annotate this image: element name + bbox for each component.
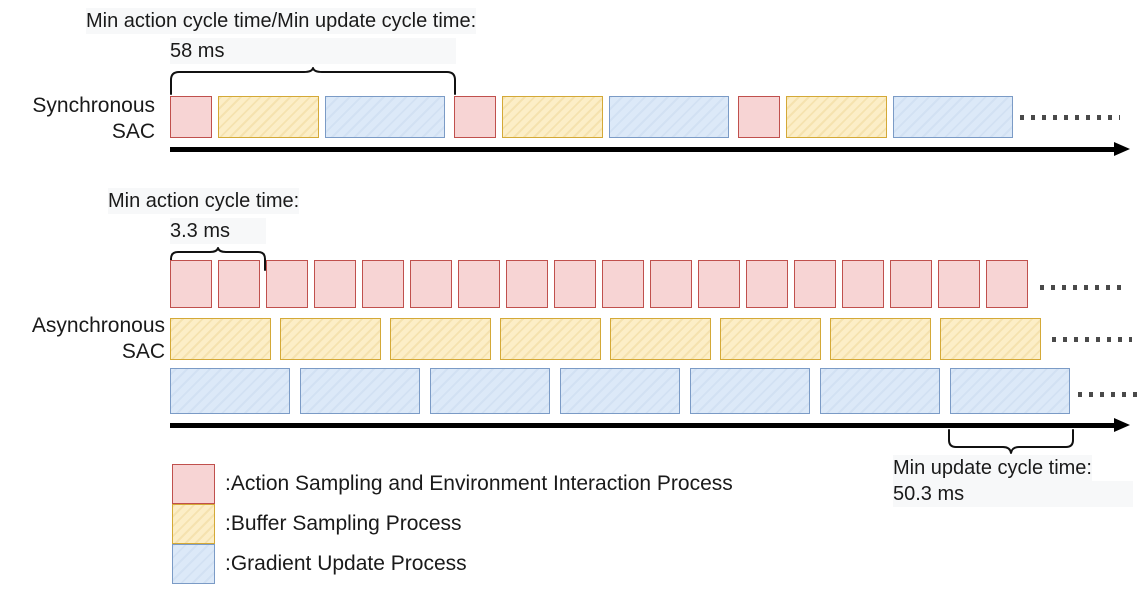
sync-block-action-1 (170, 96, 212, 138)
async-update-cycle-annotation-line1: Min update cycle time: (893, 455, 1092, 481)
async-block-gradient-4 (560, 368, 680, 414)
legend-label-gradient: :Gradient Update Process (225, 552, 467, 575)
sync-block-gradient-1 (325, 96, 445, 138)
async-block-action-5 (362, 260, 404, 308)
async-block-buffer-1 (170, 318, 271, 360)
async-block-action-15 (842, 260, 884, 308)
sync-block-buffer-2 (502, 96, 603, 138)
async-block-action-11 (650, 260, 692, 308)
async-block-action-12 (698, 260, 740, 308)
sync-continuation-dots (1020, 115, 1120, 120)
async-block-action-3 (266, 260, 308, 308)
async-action-cycle-annotation-value: 3.3 ms (170, 218, 266, 244)
async-block-buffer-7 (830, 318, 931, 360)
async-block-buffer-8 (940, 318, 1041, 360)
sync-cycle-brace (170, 67, 456, 95)
async-block-gradient-2 (300, 368, 420, 414)
sync-block-gradient-3 (893, 96, 1013, 138)
legend-label-buffer: :Buffer Sampling Process (225, 512, 462, 535)
async-block-action-7 (458, 260, 500, 308)
async-block-buffer-2 (280, 318, 381, 360)
async-row-label-line1: Asynchronous (31, 314, 165, 337)
async-block-action-2 (218, 260, 260, 308)
async-update-cycle-annotation-value: 50.3 ms (893, 481, 1133, 507)
legend-item-buffer: :Buffer Sampling Process (172, 504, 733, 544)
legend-item-gradient: :Gradient Update Process (172, 544, 733, 584)
async-block-action-16 (890, 260, 932, 308)
sync-block-gradient-2 (609, 96, 729, 138)
sync-block-action-2 (454, 96, 496, 138)
async-block-action-4 (314, 260, 356, 308)
async-action-continuation-dots (1040, 285, 1128, 290)
async-gradient-continuation-dots (1078, 392, 1140, 397)
async-block-gradient-6 (820, 368, 940, 414)
sync-cycle-annotation-line1: Min action cycle time/Min update cycle t… (86, 8, 477, 34)
async-block-buffer-5 (610, 318, 711, 360)
async-block-gradient-5 (690, 368, 810, 414)
sync-time-axis (170, 142, 1130, 156)
sync-cycle-annotation-value: 58 ms (170, 38, 456, 64)
async-block-action-14 (794, 260, 836, 308)
legend-label-action: :Action Sampling and Environment Interac… (225, 472, 733, 495)
legend-swatch-buffer-icon (172, 504, 215, 544)
async-block-action-13 (746, 260, 788, 308)
sync-block-buffer-1 (218, 96, 319, 138)
legend-item-action: :Action Sampling and Environment Interac… (172, 464, 733, 504)
async-block-buffer-4 (500, 318, 601, 360)
async-block-action-8 (506, 260, 548, 308)
legend-swatch-action-icon (172, 464, 215, 504)
async-block-gradient-1 (170, 368, 290, 414)
async-block-action-18 (986, 260, 1028, 308)
async-time-axis (170, 418, 1130, 432)
async-buffer-continuation-dots (1052, 337, 1132, 342)
async-block-buffer-6 (720, 318, 821, 360)
async-update-cycle-brace (948, 429, 1074, 454)
async-block-action-6 (410, 260, 452, 308)
async-block-gradient-3 (430, 368, 550, 414)
sync-row-label-line2: SAC (111, 120, 155, 143)
async-block-action-17 (938, 260, 980, 308)
async-block-gradient-7 (950, 368, 1070, 414)
async-block-buffer-3 (390, 318, 491, 360)
sync-block-buffer-3 (786, 96, 887, 138)
sync-block-action-3 (738, 96, 780, 138)
async-action-cycle-brace (170, 247, 266, 271)
sync-row-label-line1: Synchronous (32, 94, 155, 117)
legend: :Action Sampling and Environment Interac… (172, 464, 733, 584)
async-block-action-9 (554, 260, 596, 308)
legend-swatch-gradient-icon (172, 544, 215, 584)
async-row-label-line2: SAC (121, 340, 165, 363)
async-block-action-1 (170, 260, 212, 308)
async-action-cycle-annotation-line1: Min action cycle time: (108, 188, 300, 214)
async-block-action-10 (602, 260, 644, 308)
